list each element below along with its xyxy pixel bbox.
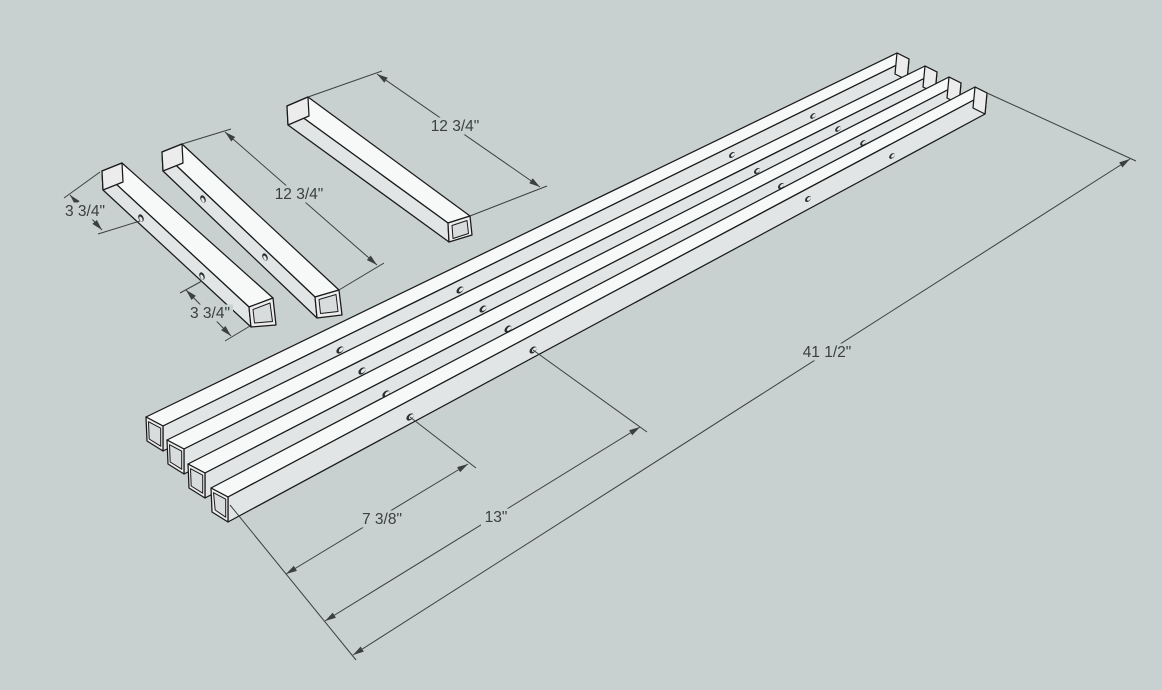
extension-line xyxy=(63,171,101,199)
short-rail-middle-hollow xyxy=(318,294,339,314)
hole xyxy=(810,113,816,119)
hole xyxy=(199,272,205,280)
dimension-label: 3 3/4" xyxy=(65,203,105,220)
hole-center xyxy=(139,216,143,222)
extension-line xyxy=(97,220,141,235)
dimension-label-bg xyxy=(798,343,856,361)
long-rail-4-hollow xyxy=(213,492,227,518)
hole xyxy=(728,151,736,159)
short-rail-left-far-cap[interactable] xyxy=(101,162,124,191)
hole xyxy=(138,214,144,222)
hole-center xyxy=(201,197,205,203)
extension-line xyxy=(307,70,383,98)
extension-line xyxy=(181,128,232,145)
dimension-near-hole-offset[interactable]: 3 3/4" xyxy=(179,280,251,342)
long-rail-1-hollow xyxy=(148,421,162,447)
hole-center xyxy=(731,152,735,157)
hole-center xyxy=(812,113,816,118)
extension-line xyxy=(179,280,203,294)
extension-line xyxy=(229,504,357,661)
short-rail-left[interactable] xyxy=(101,162,277,328)
dimension-line xyxy=(352,158,1131,656)
long-rail-3-hollow xyxy=(190,468,204,494)
short-rail-top-far-cap[interactable] xyxy=(286,96,310,126)
dimension-label: 13" xyxy=(485,509,508,526)
dimension-label: 7 3/8" xyxy=(362,511,402,528)
hole xyxy=(200,195,206,203)
short-rail-left-hollow xyxy=(252,302,273,324)
dimension-label-bg xyxy=(271,185,327,203)
hole-center xyxy=(200,274,204,280)
dimension-label: 41 1/2" xyxy=(803,344,852,361)
dimension-label: 12 3/4" xyxy=(275,186,324,203)
hole-center xyxy=(338,347,344,352)
dimension-far-hole-offset[interactable]: 3 3/4" xyxy=(62,171,141,235)
hole xyxy=(835,126,841,132)
dimension-label: 3 3/4" xyxy=(190,305,230,322)
hole-center xyxy=(837,126,841,131)
long-rail-4-far-cap[interactable] xyxy=(972,86,988,115)
hole xyxy=(889,153,895,159)
dimension-label: 12 3/4" xyxy=(431,118,480,135)
extension-line xyxy=(986,92,1137,162)
hole xyxy=(336,346,344,354)
dimension-label-bg xyxy=(427,117,483,135)
extension-line xyxy=(224,325,251,342)
short-rail-middle-far-cap[interactable] xyxy=(161,143,184,172)
hole-center xyxy=(891,153,895,158)
dimension-long-rail-length[interactable]: 41 1/2" xyxy=(352,92,1137,656)
dimension-label-bg xyxy=(62,202,108,220)
dimension-label-bg xyxy=(187,304,233,322)
long-rail-2-hollow xyxy=(169,444,183,470)
hole-center xyxy=(862,140,866,145)
